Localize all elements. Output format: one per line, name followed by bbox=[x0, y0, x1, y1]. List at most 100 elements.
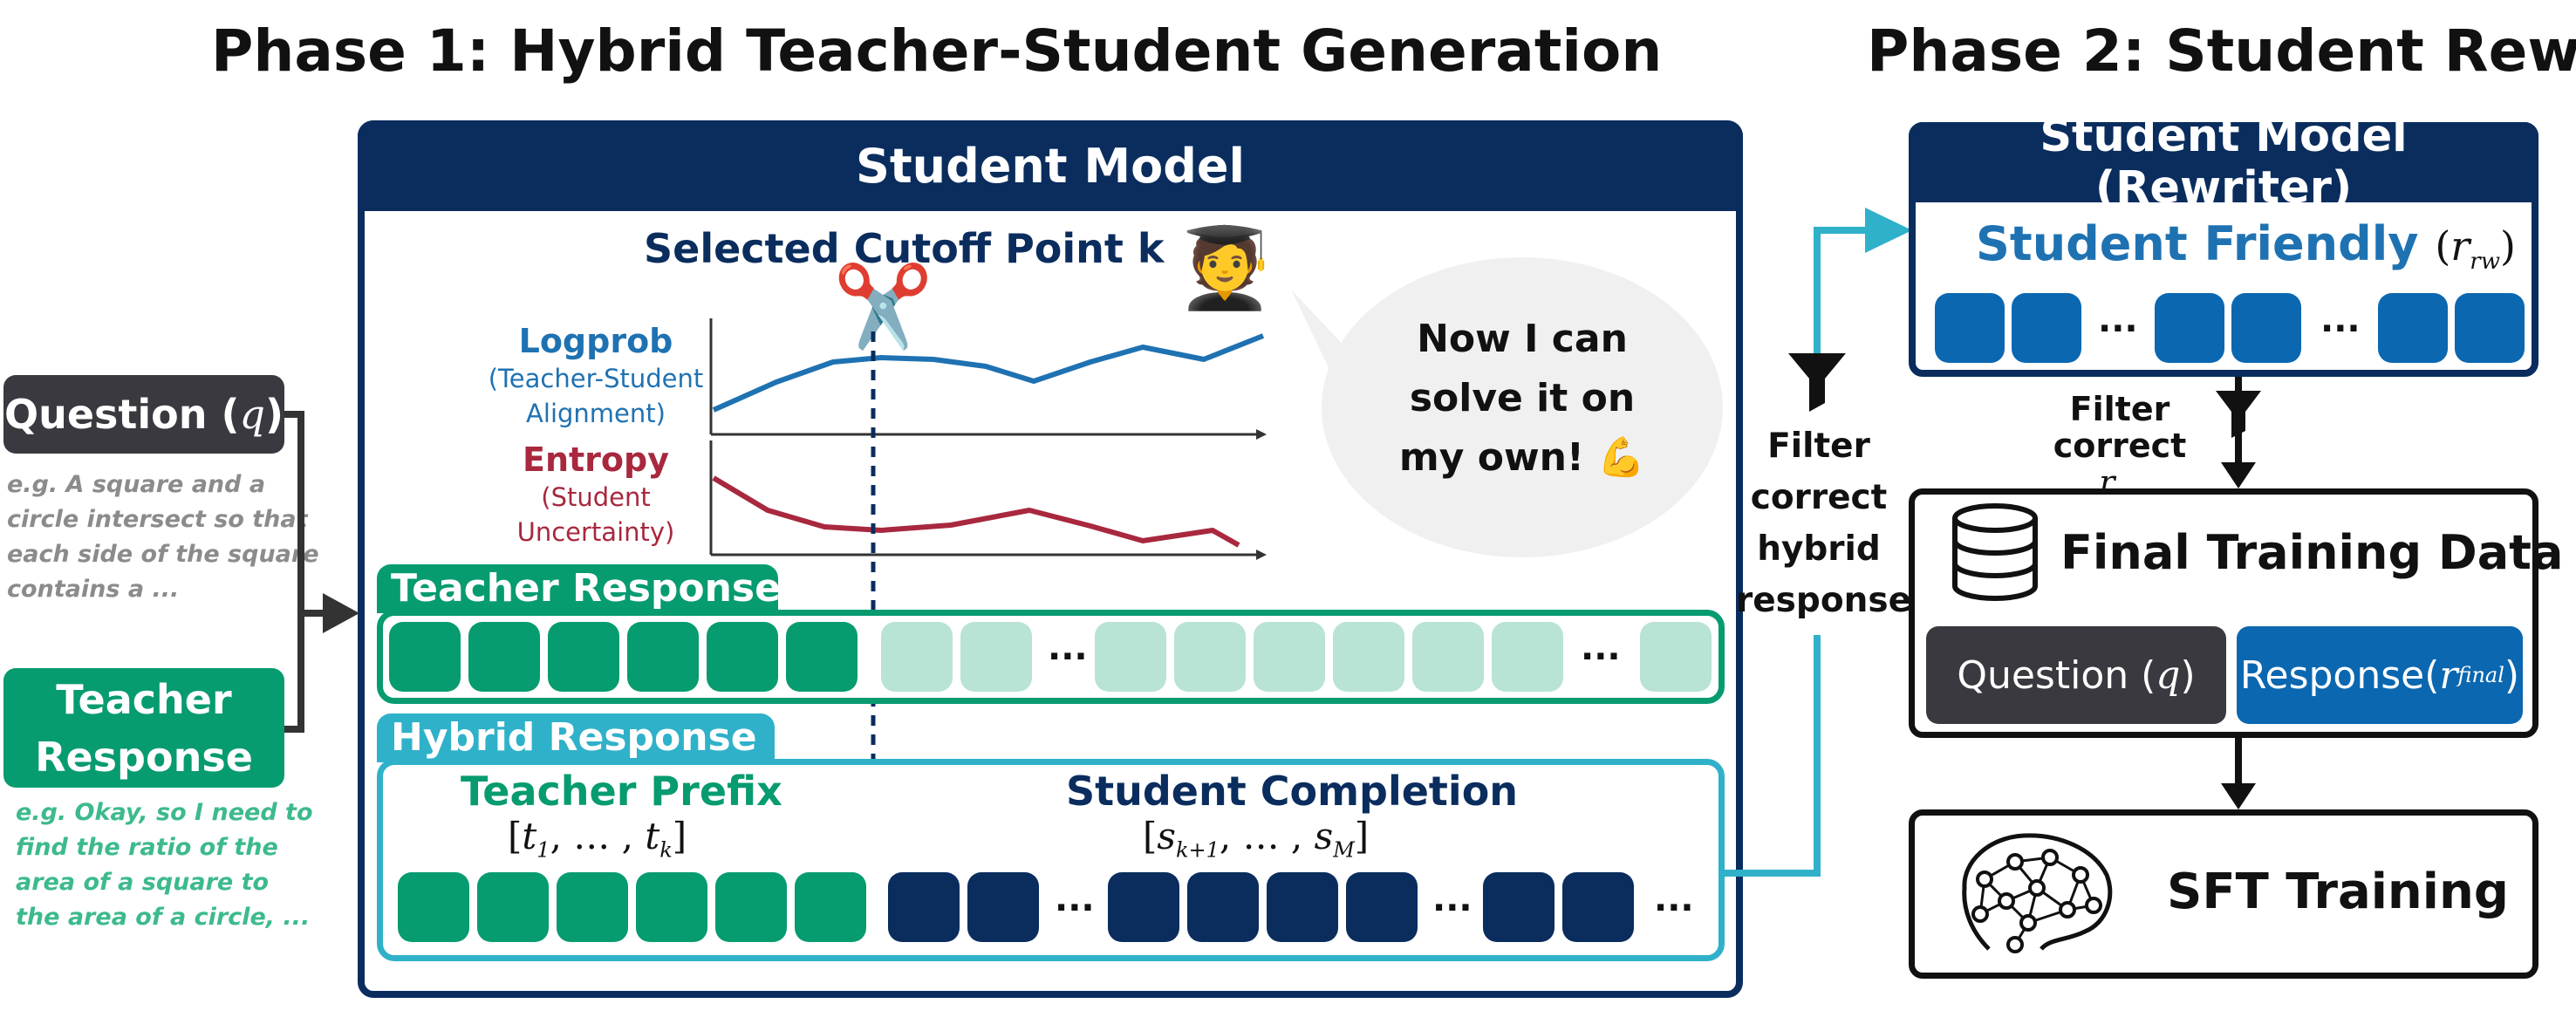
question-close: ) bbox=[265, 391, 284, 438]
hybrid-student-token bbox=[1267, 872, 1338, 942]
hybrid-teacher-token bbox=[636, 872, 707, 942]
hybrid-response-label bbox=[377, 714, 775, 762]
question-box: Question (q) bbox=[3, 375, 284, 454]
filter-hybrid-line4: response bbox=[1736, 581, 1912, 620]
teacher-token-discarded bbox=[1640, 622, 1712, 692]
hybrid-response-label-text: Hybrid Response bbox=[391, 715, 757, 760]
logprob-sub1: (Teacher-Student bbox=[488, 364, 704, 393]
teacher-token bbox=[786, 622, 858, 692]
filter-hybrid-line3: hybrid bbox=[1757, 529, 1881, 569]
student-friendly-label: Student Friendly bbox=[1976, 216, 2419, 271]
teacher-token bbox=[707, 622, 778, 692]
question-example-line: circle intersect so that bbox=[7, 506, 308, 533]
completion-a-sub: k+1 bbox=[1175, 837, 1220, 863]
completion-mid: , … , bbox=[1219, 815, 1315, 857]
teacher-token-discarded bbox=[1254, 622, 1325, 692]
input-arrow-head bbox=[323, 593, 359, 633]
prefix-mid: , … , bbox=[550, 815, 646, 857]
database-icon bbox=[1952, 503, 2038, 601]
rewriter-token bbox=[2231, 293, 2301, 363]
filter-hybrid-text: Filter correct hybrid response bbox=[1736, 420, 1912, 626]
completion-b-sub: M bbox=[1333, 837, 1355, 863]
teacher-ellipsis: ... bbox=[1048, 628, 1088, 668]
question-example-line: each side of the square bbox=[7, 541, 319, 568]
final-arrow-head bbox=[2221, 462, 2256, 488]
filter-rw-line1: Filter bbox=[2069, 390, 2170, 428]
teacher-input-label-line1: Teacher bbox=[56, 675, 232, 723]
hybrid-student-token bbox=[888, 872, 960, 942]
final-question-label: Question ( bbox=[1957, 652, 2156, 698]
student-completion-title: Student Completion bbox=[1066, 768, 1519, 815]
prefix-a-sub: 1 bbox=[536, 837, 550, 863]
filter-rw-line2: correct bbox=[2053, 427, 2187, 465]
hybrid-student-token bbox=[1187, 872, 1259, 942]
logprob-label: Logprob bbox=[518, 322, 673, 360]
logprob-label-block: Logprob (Teacher-Student Alignment) bbox=[487, 321, 705, 431]
speech-line3: my own! bbox=[1398, 435, 1584, 480]
filter-rw-text: Filter correct rrw bbox=[2033, 391, 2207, 515]
sft-arrow-head bbox=[2221, 783, 2256, 809]
rewriter-arrow-head bbox=[1865, 208, 1912, 253]
entropy-x-arrow bbox=[1256, 550, 1267, 560]
teacher-token bbox=[389, 622, 461, 692]
teacher-token-discarded bbox=[1095, 622, 1166, 692]
hybrid-ellipsis: ... bbox=[1432, 879, 1472, 919]
teacher-ellipsis: ... bbox=[1581, 628, 1621, 668]
speech-bubble bbox=[1291, 257, 1723, 557]
speech-text: Now I can solve it on my own! 💪 bbox=[1356, 310, 1688, 488]
hybrid-teacher-token bbox=[715, 872, 787, 942]
hybrid-teacher-token bbox=[477, 872, 549, 942]
hybrid-student-token bbox=[1483, 872, 1554, 942]
phase1-title: Phase 1: Hybrid Teacher-Student Generati… bbox=[211, 17, 1663, 85]
rw-var-sub: rw bbox=[2470, 249, 2500, 276]
completion-open: [ bbox=[1143, 815, 1158, 857]
logprob-sub2: Alignment) bbox=[526, 399, 666, 428]
filter-funnel-icon-2 bbox=[2216, 391, 2261, 438]
final-response-var: r bbox=[2439, 652, 2458, 698]
teacher-token-discarded bbox=[1412, 622, 1484, 692]
final-question-close: ) bbox=[2180, 652, 2196, 698]
filter-hybrid-line1: Filter bbox=[1767, 427, 1870, 466]
rewriter-token bbox=[2012, 293, 2081, 363]
question-example-line: contains a ... bbox=[7, 576, 180, 603]
input-connector bbox=[284, 411, 359, 733]
final-data-title: Final Training Data bbox=[2060, 525, 2564, 580]
rw-close: ) bbox=[2499, 222, 2516, 270]
teacher-response-label-text: Teacher Response bbox=[391, 566, 781, 611]
completion-b: s bbox=[1314, 815, 1334, 857]
hybrid-to-rewriter-line bbox=[1725, 635, 1821, 877]
rewriter-ellipsis: ... bbox=[2320, 300, 2361, 340]
teacher-token-discarded bbox=[1333, 622, 1404, 692]
teacher-example-line: the area of a circle, ... bbox=[16, 904, 311, 931]
teacher-token-discarded bbox=[1492, 622, 1563, 692]
flexed-biceps-icon: 💪 bbox=[1597, 435, 1646, 480]
teacher-prefix-seq: [t1, … , tk] bbox=[508, 815, 687, 862]
question-example-line: e.g. A square and a bbox=[7, 471, 266, 498]
cutoff-title: Selected Cutoff Point k bbox=[644, 225, 1165, 272]
prefix-b: t bbox=[645, 815, 660, 857]
rewriter-token bbox=[2155, 293, 2224, 363]
hybrid-teacher-token bbox=[795, 872, 866, 942]
teacher-token bbox=[627, 622, 699, 692]
logprob-x-arrow bbox=[1256, 429, 1267, 440]
question-label: Question ( bbox=[3, 391, 240, 438]
teacher-token bbox=[548, 622, 619, 692]
filter-funnel-icon bbox=[1788, 353, 1846, 412]
neural-brain-icon bbox=[1962, 833, 2113, 953]
prefix-open: [ bbox=[508, 815, 523, 857]
teacher-response-input-box: Teacher Response bbox=[3, 668, 284, 788]
logprob-line bbox=[712, 333, 1265, 413]
phase2-title: Phase 2: Student Rewrite bbox=[1867, 17, 2576, 85]
final-response-close: ) bbox=[2504, 652, 2520, 698]
teacher-token-discarded bbox=[881, 622, 953, 692]
prefix-b-sub: k bbox=[659, 837, 673, 863]
rewriter-token bbox=[2378, 293, 2448, 363]
filter-hybrid-line2: correct bbox=[1750, 478, 1888, 517]
rewriter-token bbox=[2455, 293, 2525, 363]
hybrid-student-token bbox=[1108, 872, 1179, 942]
entropy-label: Entropy bbox=[523, 440, 669, 479]
entropy-sub2: Uncertainty) bbox=[516, 517, 675, 547]
rewriter-header: Student Model (Rewriter) bbox=[1909, 111, 2538, 214]
